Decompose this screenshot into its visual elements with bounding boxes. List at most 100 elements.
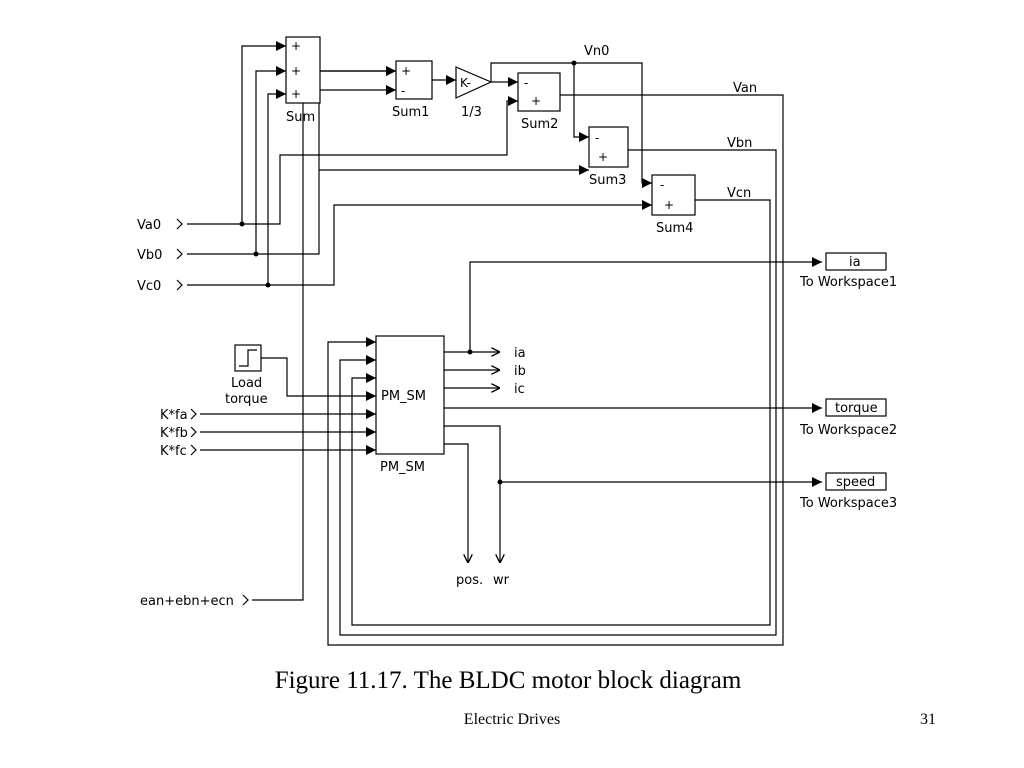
ws3-box[interactable] bbox=[825, 472, 887, 491]
input-vc0-label: Vc0 bbox=[137, 279, 161, 294]
gain-value: K- bbox=[460, 76, 471, 90]
sum3-box[interactable] bbox=[588, 126, 629, 168]
signal-van-label: Van bbox=[733, 81, 757, 96]
port-kfa bbox=[190, 408, 197, 420]
junction-ia bbox=[467, 349, 473, 355]
load-torque-block[interactable]: Load torque bbox=[225, 344, 268, 407]
output-ic-label: ic bbox=[514, 382, 525, 397]
port-esum bbox=[242, 594, 249, 606]
wire-vbn bbox=[339, 149, 777, 636]
ws2-box[interactable] bbox=[825, 398, 887, 417]
sum3-label: Sum3 bbox=[589, 173, 626, 188]
pmsm-block[interactable]: PM_SM PM_SM bbox=[375, 335, 445, 475]
signal-vcn-label: Vcn bbox=[727, 186, 751, 201]
sum2-box[interactable] bbox=[517, 72, 561, 112]
sum1-label: Sum1 bbox=[392, 105, 429, 120]
ws2-var: torque bbox=[835, 401, 878, 416]
sum-label: Sum bbox=[286, 110, 315, 125]
sum-block[interactable]: + + + Sum bbox=[285, 36, 321, 125]
junction-vn0 bbox=[571, 60, 577, 66]
input-va0-label: Va0 bbox=[137, 218, 161, 233]
gain-triangle[interactable] bbox=[455, 66, 493, 99]
sign-minus: - bbox=[524, 76, 528, 90]
input-esum-label: ean+ebn+ecn bbox=[140, 594, 234, 609]
sum2-block[interactable]: - + Sum2 bbox=[517, 72, 561, 132]
port-kfb bbox=[190, 426, 197, 438]
input-ports bbox=[176, 218, 249, 606]
sum4-block[interactable]: - + Sum4 bbox=[651, 174, 696, 236]
output-ib-label: ib bbox=[514, 364, 526, 379]
wire-vc0-sum bbox=[267, 89, 286, 285]
sum4-box[interactable] bbox=[651, 174, 696, 216]
wire-vb0-sum bbox=[255, 66, 286, 254]
wire-out-wr bbox=[444, 425, 500, 563]
load-torque-label-1: Load bbox=[231, 376, 262, 391]
sign-plus: + bbox=[531, 94, 541, 108]
wire-load-torque bbox=[261, 357, 376, 401]
ws3-label: To Workspace3 bbox=[799, 496, 897, 511]
wire-va0 bbox=[187, 96, 518, 225]
sign-plus: + bbox=[664, 198, 674, 212]
wire-vc0 bbox=[187, 200, 652, 286]
wires bbox=[187, 41, 822, 646]
junction-speed bbox=[497, 479, 503, 485]
load-torque-label-2: torque bbox=[225, 392, 268, 407]
wire-vcn bbox=[351, 199, 771, 626]
pmsm-inner-label: PM_SM bbox=[381, 389, 426, 404]
ws1-box[interactable] bbox=[825, 252, 887, 271]
ws1-label: To Workspace1 bbox=[799, 275, 897, 290]
output-ia-label: ia bbox=[514, 346, 526, 361]
sign-plus: + bbox=[291, 87, 301, 101]
input-kfa-label: K*fa bbox=[160, 408, 188, 423]
input-vb0-label: Vb0 bbox=[137, 248, 162, 263]
sign-plus: + bbox=[598, 150, 608, 164]
output-pos-label: pos. bbox=[456, 573, 483, 588]
ws3-var: speed bbox=[836, 475, 875, 490]
sign-plus: + bbox=[401, 64, 411, 78]
to-workspace3-block[interactable]: speed To Workspace3 bbox=[799, 472, 897, 511]
sign-minus: - bbox=[660, 178, 664, 192]
pmsm-name-label: PM_SM bbox=[380, 460, 425, 475]
junction-vc0 bbox=[265, 282, 271, 288]
figure-caption: Figure 11.17. The BLDC motor block diagr… bbox=[275, 667, 742, 694]
sum1-box[interactable] bbox=[395, 60, 433, 100]
sign-plus: + bbox=[291, 39, 301, 53]
port-va0 bbox=[176, 218, 183, 230]
to-workspace1-block[interactable]: ia To Workspace1 bbox=[799, 252, 897, 290]
sum4-label: Sum4 bbox=[656, 221, 693, 236]
wire-ia-ws1 bbox=[469, 257, 822, 352]
wire-esum bbox=[252, 85, 396, 601]
ws2-label: To Workspace2 bbox=[799, 423, 897, 438]
signal-vn0-label: Vn0 bbox=[584, 44, 609, 59]
sum1-block[interactable]: + - Sum1 bbox=[392, 60, 433, 120]
port-kfc bbox=[190, 444, 197, 456]
wire-out-pos bbox=[444, 443, 468, 563]
footer-title: Electric Drives bbox=[464, 711, 560, 728]
wire-vn0 bbox=[490, 62, 652, 188]
sign-plus: + bbox=[291, 64, 301, 78]
sum2-label: Sum2 bbox=[521, 117, 558, 132]
gain-block[interactable]: K- 1/3 bbox=[455, 66, 493, 120]
gain-label: 1/3 bbox=[461, 105, 482, 120]
junctions bbox=[239, 60, 577, 485]
sum-box[interactable] bbox=[285, 36, 321, 104]
sum3-block[interactable]: - + Sum3 bbox=[588, 126, 629, 188]
sign-minus: - bbox=[595, 131, 599, 145]
wire-va0-sum bbox=[241, 41, 286, 224]
port-vb0 bbox=[176, 248, 183, 260]
signal-vbn-label: Vbn bbox=[727, 136, 752, 151]
sign-minus: - bbox=[401, 84, 405, 98]
output-wr-label: wr bbox=[493, 573, 510, 588]
port-vc0 bbox=[176, 279, 183, 291]
junction-vb0 bbox=[253, 251, 259, 257]
step-icon bbox=[239, 349, 257, 367]
ws1-var: ia bbox=[849, 255, 861, 270]
input-kfc-label: K*fc bbox=[160, 444, 187, 459]
to-workspace2-block[interactable]: torque To Workspace2 bbox=[799, 398, 897, 438]
page-number: 31 bbox=[920, 711, 936, 728]
pmsm-box[interactable] bbox=[375, 335, 445, 455]
wire-van bbox=[327, 94, 784, 646]
input-kfb-label: K*fb bbox=[160, 426, 188, 441]
